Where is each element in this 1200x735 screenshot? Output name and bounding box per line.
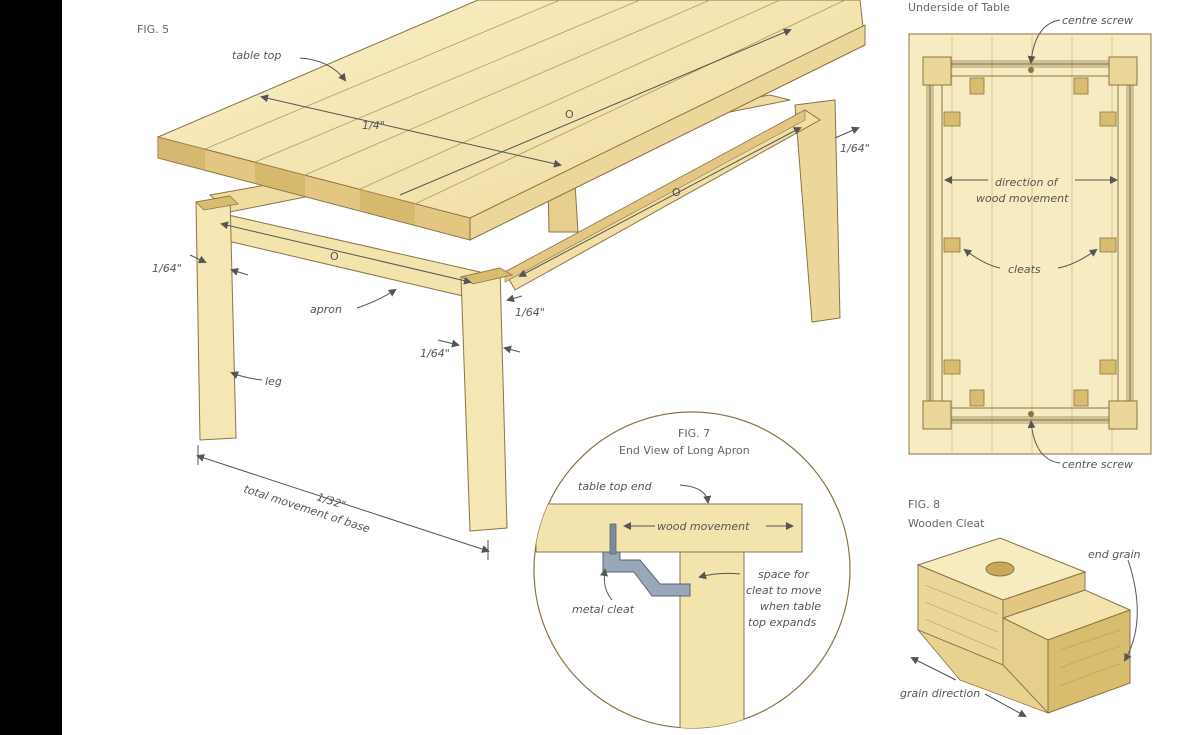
cleat-blocks (943, 77, 1117, 407)
fig7-end-view: FIG. 7 End View of Long Apron table top … (533, 411, 851, 729)
svg-text:O: O (565, 108, 574, 121)
fig5-title: FIG. 5 (137, 23, 169, 36)
svg-text:O: O (672, 186, 681, 199)
space-label-1: space for (758, 568, 810, 581)
fig8-wooden-cleat: FIG. 8 Wooden Cleat end grain grain dire… (900, 498, 1141, 717)
fig8-title: FIG. 8 (908, 498, 940, 511)
end-grain-label: end grain (1088, 548, 1141, 561)
space-label-4: top expands (748, 616, 816, 629)
space-label-2: cleat to move (746, 584, 822, 597)
front-left-leg (195, 195, 237, 441)
direction-label-1: direction of (995, 176, 1060, 189)
centre-screw-top-label: centre screw (1062, 14, 1133, 27)
wood-movement-label: wood movement (657, 520, 750, 533)
front-right-leg (460, 267, 508, 532)
back-right-leg (794, 99, 841, 323)
base-caption: total movement of base (242, 482, 372, 535)
top-dimension-label: 1/4" (362, 119, 385, 132)
metal-cleat-shape (602, 551, 691, 597)
fig7-subtitle: End View of Long Apron (619, 444, 750, 457)
underside-view: Underside of Table centre screw directio… (908, 1, 1152, 471)
table-top-label: table top (232, 49, 281, 62)
apron-label: apron (310, 303, 342, 316)
fig7-title: FIG. 7 (678, 427, 710, 440)
table-top-end-label: table top end (578, 480, 653, 493)
svg-text:O: O (330, 250, 339, 263)
centre-screw-bottom-label: centre screw (1062, 458, 1133, 471)
right-gap-label: 1/64" (840, 142, 870, 155)
cleats-label: cleats (1008, 263, 1041, 276)
front-left-gap-label: 1/64" (420, 347, 450, 360)
end-grain-face (1047, 609, 1131, 714)
front-right-gap-label: 1/64" (515, 306, 545, 319)
fig8-subtitle: Wooden Cleat (908, 517, 985, 530)
fig5-table: O O O FIG. 5 table top 1/4 (137, 0, 870, 560)
leg-label: leg (265, 375, 282, 388)
metal-cleat-label: metal cleat (572, 603, 635, 616)
space-label-3: when table (760, 600, 821, 613)
left-gap-label: 1/64" (152, 262, 182, 275)
grain-direction-label: grain direction (900, 687, 980, 700)
direction-label-2: wood movement (976, 192, 1069, 205)
underside-title: Underside of Table (908, 1, 1010, 14)
